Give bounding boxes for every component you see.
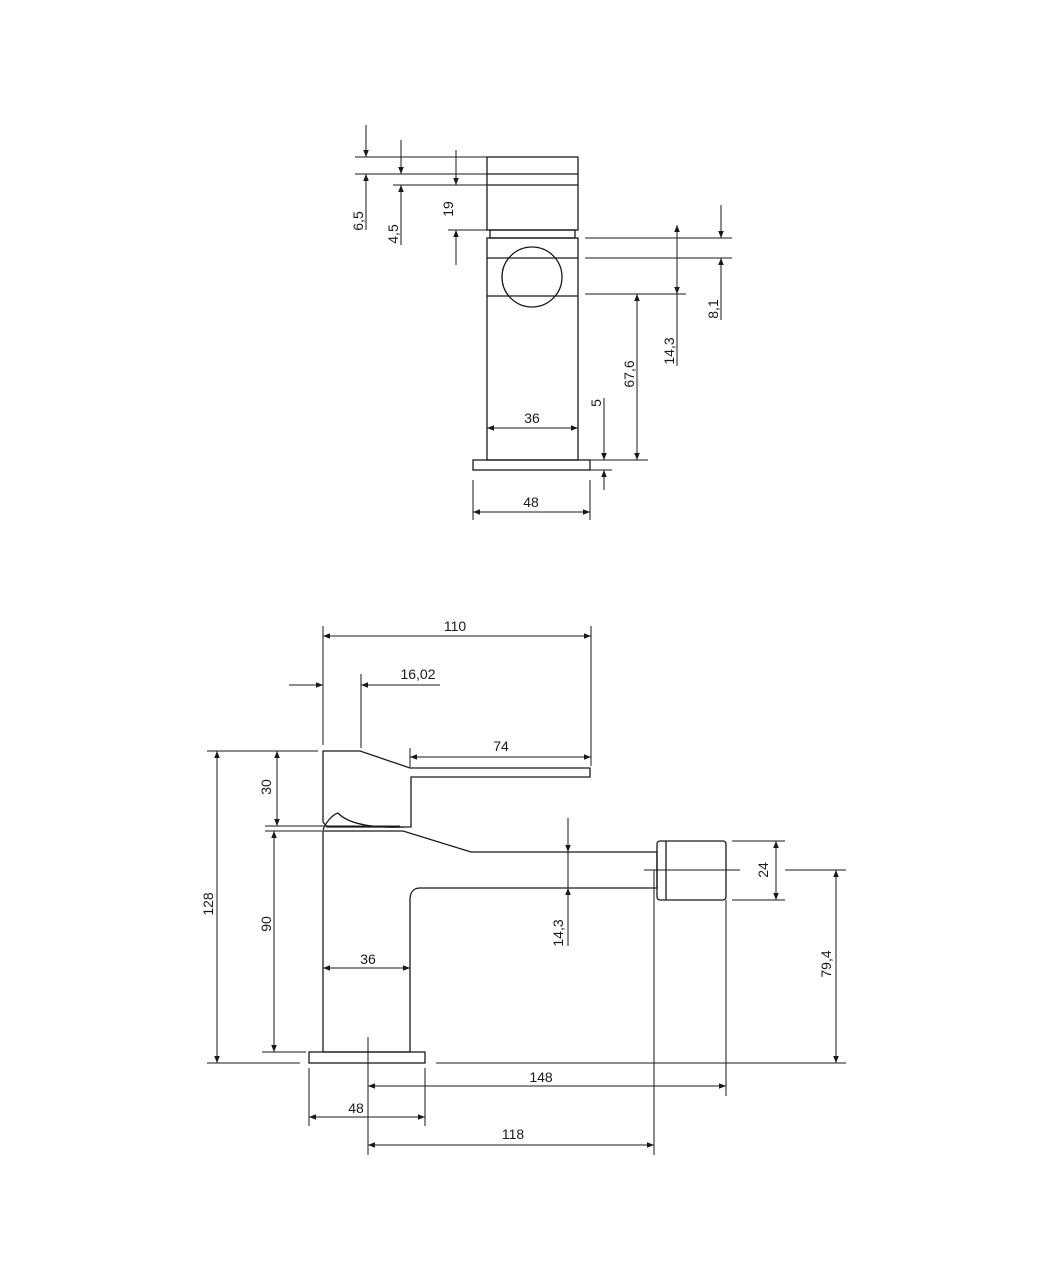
front-outline	[472, 156, 591, 471]
dim-label-4-5: 4,5	[385, 224, 401, 244]
dim-label-36-side: 36	[360, 951, 376, 967]
side-view: 110 16,02 74 30 128 90 36 14,3 24 79,4 1…	[200, 618, 846, 1155]
front-view: 6,5 4,5 19 8,1 14,3 67,6 5 36 48	[350, 125, 732, 520]
dim-label-6-5: 6,5	[350, 211, 366, 231]
dim-label-14-3-side: 14,3	[550, 919, 566, 946]
dim-label-48-side: 48	[348, 1100, 364, 1116]
dim-label-67-6: 67,6	[621, 360, 637, 387]
side-dimension-lines	[207, 626, 846, 1155]
dim-label-8-1: 8,1	[705, 299, 721, 319]
dim-label-118: 118	[502, 1126, 525, 1142]
dim-label-24: 24	[755, 862, 771, 878]
dim-label-5: 5	[588, 399, 604, 407]
side-outline	[308, 750, 727, 1064]
dim-label-48-front: 48	[523, 494, 539, 510]
dim-label-90: 90	[258, 916, 274, 932]
dim-label-16-02: 16,02	[400, 666, 435, 682]
dim-label-14-3: 14,3	[661, 337, 677, 364]
dim-label-30: 30	[258, 779, 274, 795]
side-dimension-labels: 110 16,02 74 30 128 90 36 14,3 24 79,4 1…	[200, 618, 834, 1142]
dim-label-74: 74	[493, 738, 509, 754]
dim-label-19: 19	[440, 201, 456, 217]
front-dimension-lines	[355, 125, 732, 520]
dim-label-148: 148	[529, 1069, 553, 1085]
dim-label-110: 110	[444, 618, 467, 634]
front-dimension-labels: 6,5 4,5 19 8,1 14,3 67,6 5 36 48	[350, 201, 721, 510]
dim-label-79-4: 79,4	[818, 950, 834, 977]
dim-label-36-front: 36	[524, 410, 540, 426]
dim-label-128: 128	[200, 892, 216, 916]
